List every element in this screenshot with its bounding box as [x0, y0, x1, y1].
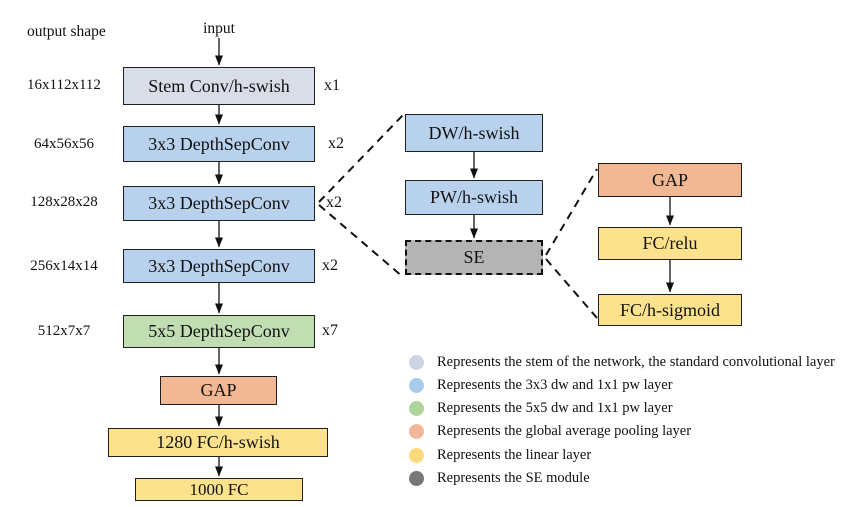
shape-label-conv4: 512x7x7	[37, 323, 91, 339]
dw-hswish-box: DW/h-swish	[405, 114, 543, 152]
dashed-conv2-to-dw	[318, 114, 404, 203]
shape-label-conv2: 128x28x28	[30, 194, 98, 210]
dashed-se-to-fcsigmoid	[545, 258, 598, 319]
legend-dot-se-icon	[409, 470, 424, 486]
pw-hswish-box: PW/h-swish	[405, 180, 543, 215]
gap-box: GAP	[160, 376, 277, 405]
shape-label-stem: 16x112x112	[27, 77, 101, 93]
fc-relu-box: FC/relu	[598, 227, 742, 260]
mult-stem: x1	[324, 77, 340, 94]
depthsepconv2-box: 3x3 DepthSepConv	[123, 186, 315, 221]
legend-text-stem: Represents the stem of the network, the …	[437, 353, 835, 370]
mult-conv2: x2	[326, 194, 342, 211]
legend-row-gap: Represents the global average pooling la…	[409, 422, 691, 440]
shape-label-conv1: 64x56x56	[34, 136, 94, 152]
se-module-box: SE	[405, 240, 543, 275]
mult-conv1: x2	[328, 135, 344, 152]
fc1000-box: 1000 FC	[135, 478, 303, 501]
legend-row-stem: Represents the stem of the network, the …	[409, 353, 835, 371]
legend-text-linear: Represents the linear layer	[437, 446, 592, 463]
shape-label-conv3: 256x14x14	[30, 258, 98, 274]
output-shape-header: output shape	[27, 23, 106, 40]
depthsepconv4-box: 5x5 DepthSepConv	[123, 315, 315, 348]
legend-row-se: Represents the SE module	[409, 469, 590, 487]
se-gap-box: GAP	[598, 163, 742, 197]
depthsepconv1-box: 3x3 DepthSepConv	[123, 126, 315, 162]
legend-row-5x5: Represents the 5x5 dw and 1x1 pw layer	[409, 399, 673, 417]
dashed-se-to-gap	[545, 168, 598, 256]
legend-row-3x3: Represents the 3x3 dw and 1x1 pw layer	[409, 376, 673, 394]
legend-dot-3x3-icon	[409, 377, 424, 393]
mult-conv3: x2	[322, 257, 338, 274]
legend-text-3x3: Represents the 3x3 dw and 1x1 pw layer	[437, 376, 673, 393]
stem-conv-box: Stem Conv/h-swish	[123, 67, 315, 105]
legend-text-5x5: Represents the 5x5 dw and 1x1 pw layer	[437, 399, 673, 416]
legend-dot-gap-icon	[409, 423, 424, 439]
legend-dot-stem-icon	[409, 354, 424, 370]
input-label: input	[203, 20, 235, 37]
fc1280-box: 1280 FC/h-swish	[108, 428, 328, 457]
legend-row-linear: Represents the linear layer	[409, 446, 591, 464]
fc-hsigmoid-box: FC/h-sigmoid	[598, 294, 742, 326]
depthsepconv3-box: 3x3 DepthSepConv	[123, 249, 315, 283]
legend-text-gap: Represents the global average pooling la…	[437, 422, 692, 439]
legend-dot-linear-icon	[409, 447, 424, 463]
legend-dot-5x5-icon	[409, 400, 424, 416]
mult-conv4: x7	[322, 322, 338, 339]
legend-text-se: Represents the SE module	[437, 469, 590, 486]
